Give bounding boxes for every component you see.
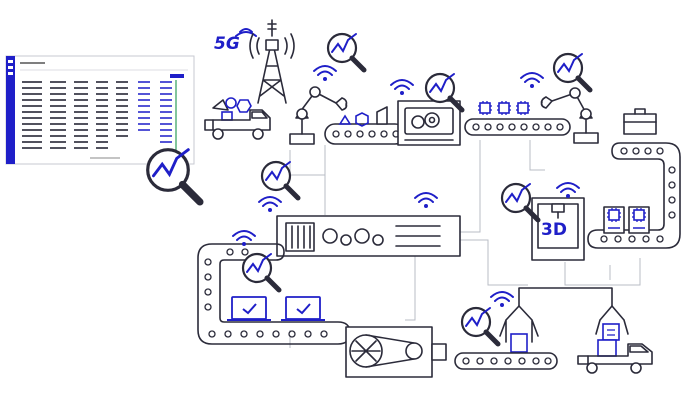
machine-icon	[390, 79, 461, 146]
dashboard-screen-icon	[5, 55, 195, 165]
motor-icon	[345, 326, 447, 378]
robot-arm-icon	[289, 65, 348, 145]
conveyor-belt-icon	[324, 106, 406, 145]
chip-icon	[477, 100, 531, 116]
3d-printer-icon: 3D	[531, 182, 585, 261]
conveyor-belt-icon	[464, 118, 571, 136]
robot-arm-icon	[540, 87, 599, 144]
conveyor-belt-icon	[587, 142, 681, 249]
network-label: 5G	[214, 34, 240, 54]
magnifier-analytics-icon[interactable]	[462, 308, 498, 344]
machine-icon	[258, 192, 461, 257]
gantry-crane-icon	[490, 287, 629, 353]
printer-label: 3D	[541, 220, 567, 240]
wifi-icon	[520, 72, 544, 89]
truck-icon	[577, 339, 653, 374]
magnifier-analytics-icon[interactable]	[262, 162, 298, 198]
connector-lines	[289, 140, 641, 348]
conveyor-belt-icon	[454, 352, 558, 370]
cell-tower-icon: 5G	[214, 19, 295, 104]
conveyor-belt-icon	[197, 230, 351, 345]
magnifier-analytics-icon[interactable]	[554, 54, 590, 90]
laptop-check-icon	[227, 296, 325, 321]
briefcase-icon	[623, 108, 657, 135]
truck-icon	[204, 97, 271, 140]
server-icon	[603, 206, 650, 234]
magnifier-analytics-icon[interactable]	[328, 34, 364, 70]
